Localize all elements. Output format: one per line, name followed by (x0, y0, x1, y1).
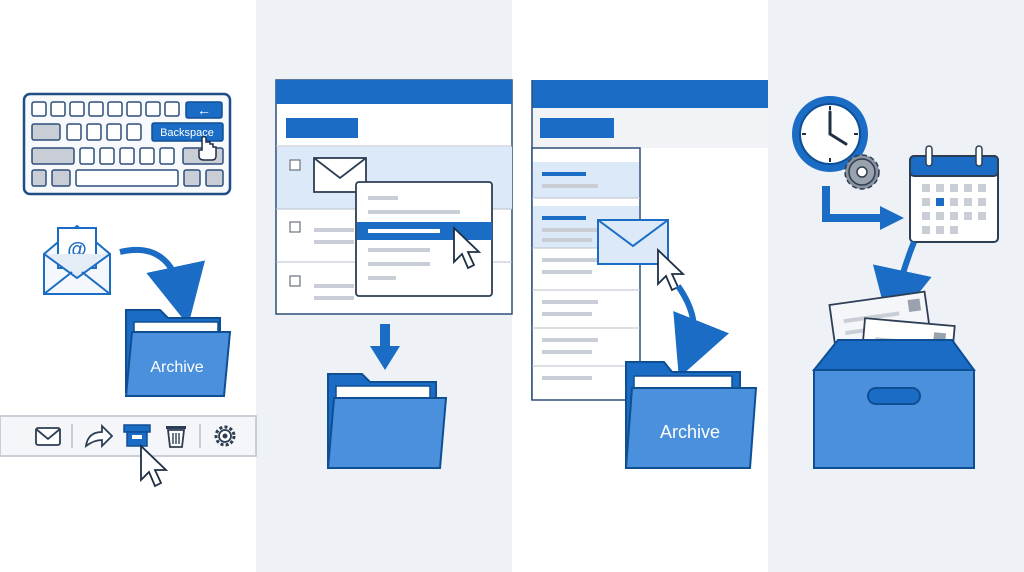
curved-arrow-to-archive (673, 284, 729, 378)
curved-arrow-to-archive (119, 246, 206, 326)
panel-1-background (0, 0, 256, 572)
panel-drag-to-archive: Archive (531, 80, 768, 469)
panel-scheduled-archive (792, 96, 999, 469)
bent-arrow-to-calendar (822, 186, 884, 222)
arrow-key-glyph: ← (197, 102, 211, 118)
email-envelope-icon: @ (43, 224, 111, 295)
hand-cursor-icon (198, 135, 217, 161)
window-title-bar (276, 80, 512, 104)
panel-keyboard-shortcut: ← Backspace @ Archive (0, 92, 257, 488)
clock-icon (792, 96, 868, 172)
mail-window (275, 79, 513, 315)
window-toolbar-button (286, 118, 358, 138)
archive-folder-icon: Archive (624, 361, 758, 469)
envelope-icon[interactable] (35, 427, 61, 446)
mouse-cursor-icon (453, 225, 482, 270)
backspace-key-label: Backspace (160, 127, 214, 139)
calendar-selected-day (936, 198, 944, 206)
archive-box-icon (811, 339, 976, 469)
arrow-key (185, 101, 223, 119)
keyboard: ← Backspace (22, 92, 232, 196)
mouse-cursor-icon (657, 247, 686, 292)
window-toolbar-button (540, 118, 614, 138)
target-folder-icon (326, 373, 448, 469)
mail-toolbar (0, 415, 257, 488)
forward-arrow-icon[interactable] (84, 423, 114, 449)
box-handle (867, 387, 921, 405)
down-arrow (370, 324, 400, 370)
archive-folder-label: Archive (660, 422, 720, 442)
dragged-envelope-icon (597, 219, 669, 265)
panel-drag-message (275, 79, 513, 469)
archive-box-icon[interactable] (123, 424, 151, 447)
calendar-icon (909, 145, 999, 243)
gear-icon (844, 154, 880, 190)
window-title-bar (532, 80, 768, 108)
gear-icon[interactable] (214, 425, 236, 447)
mouse-cursor-icon (140, 443, 169, 488)
archive-folder-label: Archive (150, 359, 203, 376)
message-row-selected (533, 162, 639, 198)
trash-icon[interactable] (166, 426, 186, 448)
panel-4-background (768, 0, 1024, 572)
archive-folder-icon: Archive (124, 309, 232, 397)
context-menu-popup (355, 181, 493, 297)
